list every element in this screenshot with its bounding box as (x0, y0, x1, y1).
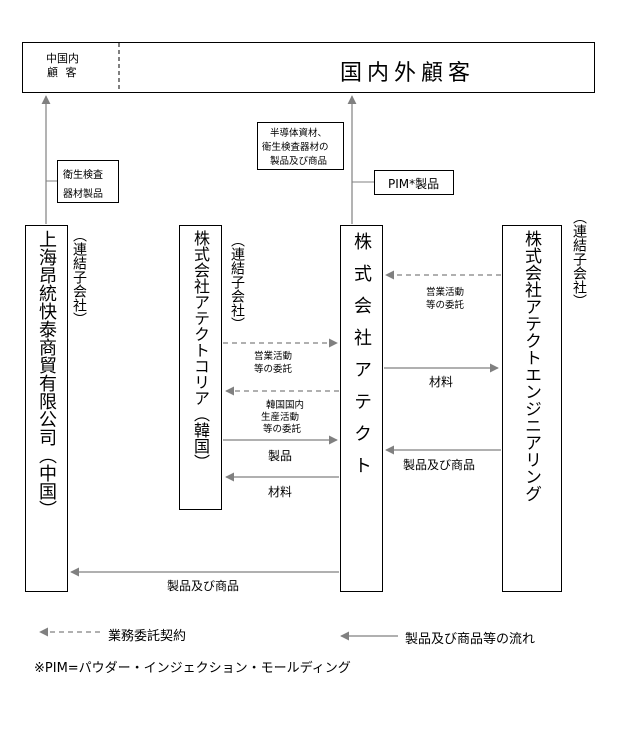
pim-products-label: PIM*製品 (388, 177, 440, 191)
korea-production-label-line2: 生産活動 (261, 412, 300, 423)
shanghai-company-box (25, 225, 68, 592)
pim-products-label-box (374, 170, 454, 195)
legend-dashed-label: 業務委託契約 (108, 629, 187, 644)
atect-to-customer-label-line1: 半導体資材、 (270, 128, 328, 139)
products-from-eng-label: 製品及び商品 (403, 458, 476, 472)
shanghai-subsidiary-tag: （連結子会社） (71, 228, 87, 326)
legend-solid-label: 製品及び商品等の流れ (405, 632, 536, 647)
pim-footnote: ※PIM=パウダー・インジェクション・モールディング (34, 661, 351, 676)
korea-production-label-line1: 韓国国内 (266, 400, 305, 411)
products-from-korea-label: 製品 (268, 449, 293, 463)
atect-to-customer-label-box (257, 122, 344, 170)
korea-company-box (179, 225, 222, 510)
atect-company-box (340, 225, 383, 592)
korea-company-name: 株式会社アテクトコリア（韓国） (191, 230, 210, 470)
atect-company-name: 株式会社アテクト (351, 232, 372, 488)
shanghai-to-customer-label-line1: 衛生検査 (63, 170, 103, 181)
materials-to-eng-label: 材料 (429, 375, 454, 389)
korea-sales-label-line2: 等の委託 (254, 364, 293, 375)
shanghai-to-customer-label-line2: 器材製品 (63, 189, 103, 200)
domestic-customer-label-line2: 顧 客 (47, 66, 79, 79)
eng-sales-label-line1: 営業活動 (426, 287, 465, 298)
products-to-shanghai-label: 製品及び商品 (167, 579, 240, 593)
domestic-customer-label-line1: 中国内 (46, 52, 79, 65)
korea-sales-label-line1: 営業活動 (254, 351, 293, 362)
customers-bar (22, 42, 595, 93)
engineering-subsidiary-tag: （連結子会社） (571, 210, 587, 308)
shanghai-to-customer-label-box (57, 160, 119, 203)
atect-to-customer-label-line2: 衛生検査器材の (262, 142, 329, 153)
korea-subsidiary-tag: （連結子会社） (229, 233, 245, 331)
atect-to-customer-label-line3: 製品及び商品 (270, 156, 328, 167)
shanghai-company-name: 上海昂統快泰商貿有限公司（中国） (36, 230, 57, 518)
overseas-customer-label: 国内外顧客 (340, 61, 476, 86)
materials-to-korea-label: 材料 (268, 485, 293, 499)
eng-sales-label-line2: 等の委託 (426, 300, 465, 311)
engineering-company-name: 株式会社アテクトエンジニアリング (521, 230, 541, 502)
engineering-company-box (502, 225, 562, 592)
korea-production-label-line3: 等の委託 (263, 424, 302, 435)
